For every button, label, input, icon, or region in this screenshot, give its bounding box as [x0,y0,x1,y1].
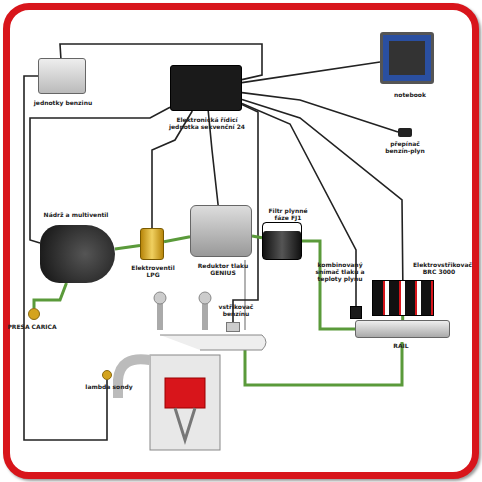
part-label: jednotky benzinu [29,99,97,106]
wire [242,99,403,280]
part-label: Elektronická řídicí jednotka sekvenční 2… [167,116,247,130]
engine-cylinder [150,355,220,450]
ecu-box: jednotky benzinu [38,58,86,94]
pressure-reducer: Reduktor tlaku GENIUS [190,205,252,257]
part-label: Elektroventil LPG [127,264,179,278]
gas-injectors: Elektrovstřikovač BRC 3000 [372,280,434,316]
switch-icon: přepínač benzín-plyn [398,128,412,137]
valve-spring [154,292,166,304]
gas-pipe [252,236,262,238]
piston [165,378,205,408]
part-label: Reduktor tlaku GENIUS [187,262,259,276]
part-label: přepínač benzín-plyn [378,140,432,154]
petrol-injector: vstřikovač benzínu [226,322,240,332]
valves [160,300,205,330]
part-label: RAIL [381,342,421,349]
vacuum-line [244,260,246,330]
gas-pipe [302,241,355,329]
part-label: Elektrovstřikovač BRC 3000 [413,261,465,275]
notebook-icon: notebook [380,32,434,84]
conrod [175,408,195,440]
part-label: notebook [380,91,440,98]
fuel-rail: RAIL [355,320,450,338]
filler-valve: PRESA CARICA [28,308,40,320]
gas-pipe [34,283,66,308]
part-label: PRESA CARICA [7,323,57,330]
intake-manifold [160,335,266,350]
part-label: Nádrž a multiventil [36,211,116,218]
wire [30,107,170,243]
lambda-sensor: lambda sondy [102,370,112,380]
part-label: Filtr plynné fáze FJ1 [261,207,315,221]
part-label: vstřikovač benzínu [215,303,257,317]
part-label: lambda sondy [85,383,133,390]
valve-spring [199,292,211,304]
gas-pipe [164,237,190,242]
pressure-sensor: kombinovaný snímač tlaku a teploty plynu [350,306,362,319]
gas-pipe [115,246,140,249]
solenoid-valve: Elektroventil LPG [140,228,164,260]
exhaust-pipe [118,359,150,398]
wire [242,62,380,83]
part-label: kombinovaný snímač tlaku a teploty plynu [315,261,365,282]
gas-pipe [245,342,402,385]
wire [242,93,398,132]
gas-filter: Filtr plynné fáze FJ1 [262,222,302,260]
tank-icon: Nádrž a multiventil [40,225,115,283]
lpg-ecu-box: Elektronická řídicí jednotka sekvenční 2… [170,65,242,111]
